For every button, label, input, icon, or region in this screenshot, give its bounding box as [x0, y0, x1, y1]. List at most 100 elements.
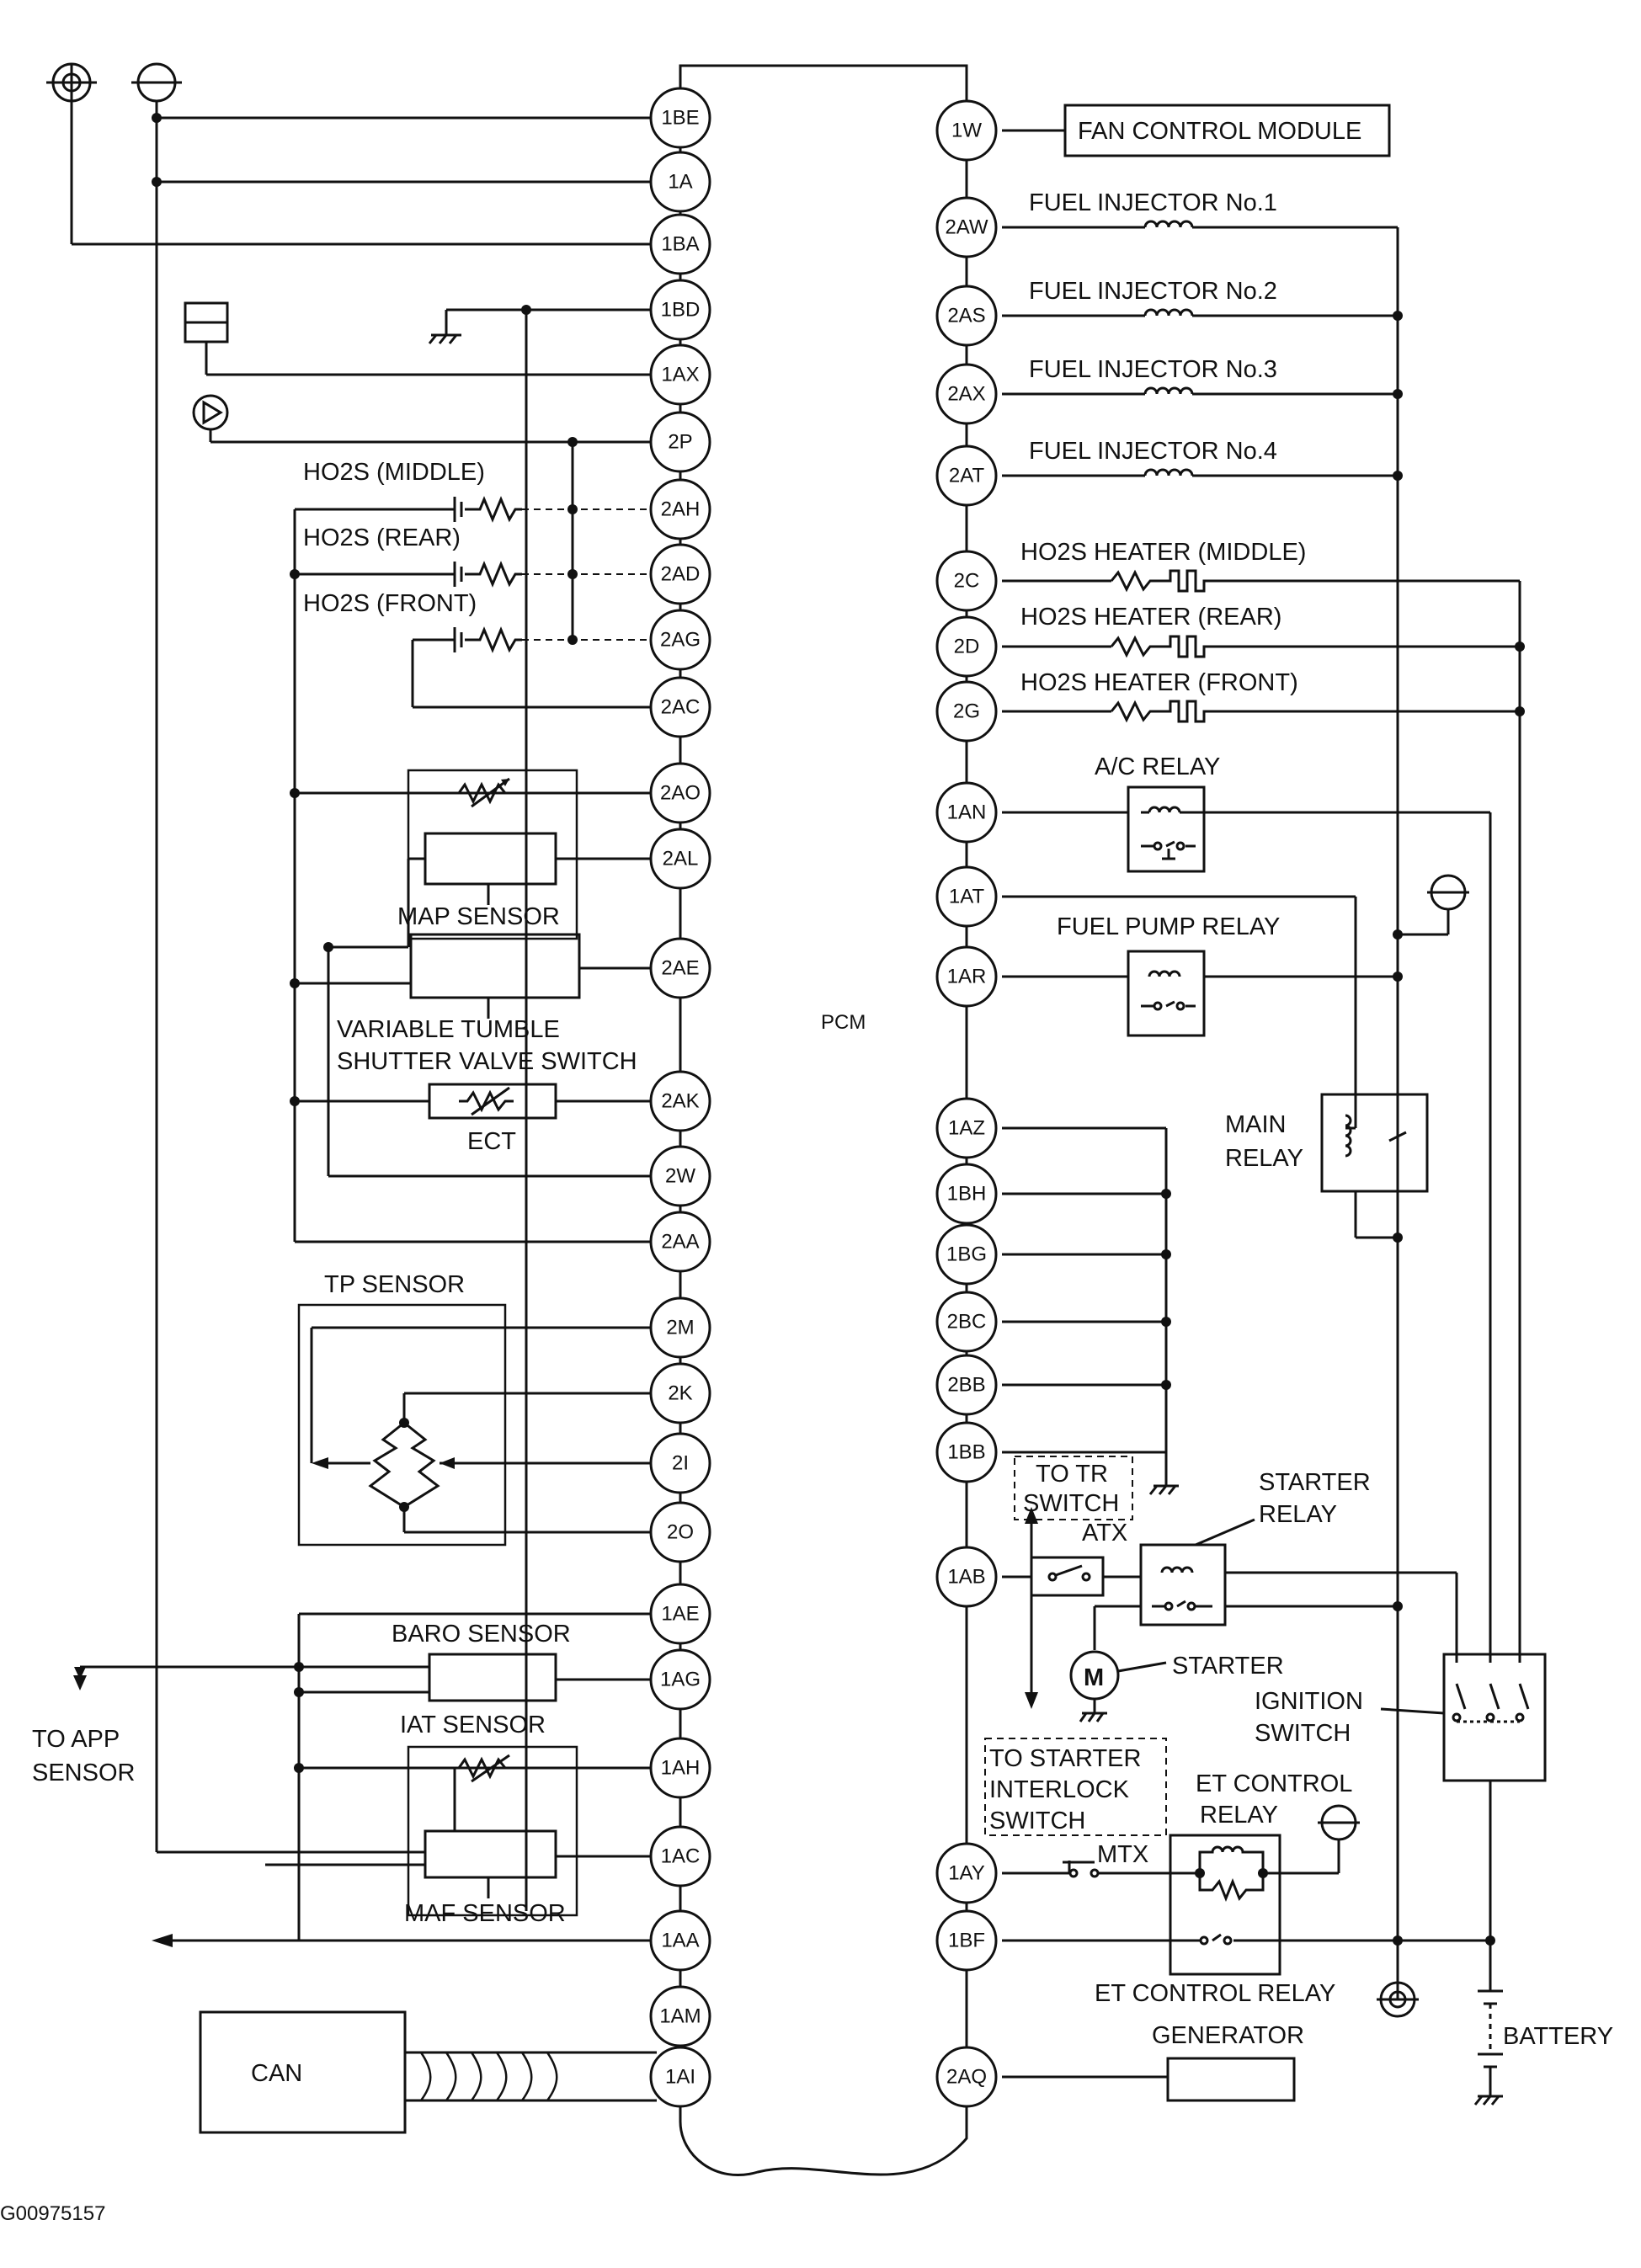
pin-circle: [935, 680, 998, 743]
pin-circle: [649, 1825, 711, 1887]
left-pin-1ax: 1AX: [649, 343, 711, 406]
pin-label: 2AT: [949, 465, 985, 487]
left-pin-2k: 2K: [649, 1362, 711, 1424]
right-pin-1bg: 1BG: [935, 1223, 998, 1286]
left-pin-1a: 1A: [649, 151, 711, 213]
pin-circle: [649, 1211, 711, 1273]
left-pin-2ak: 2AK: [649, 1070, 711, 1132]
pin-label: 2M: [666, 1317, 694, 1339]
left-pin-2aa: 2AA: [649, 1211, 711, 1273]
tp-sensor-label: TP SENSOR: [324, 1271, 465, 1298]
pin-circle: [649, 676, 711, 738]
pin-label: 2AQ: [946, 2066, 987, 2089]
pin-label: 1BE: [661, 107, 699, 130]
pin-label: 2AX: [947, 383, 985, 406]
pump-icon: [192, 394, 229, 431]
pin-label: 1BG: [946, 1243, 987, 1266]
ho2s-front-label: HO2S (FRONT): [303, 590, 477, 617]
pin-circle: [935, 196, 998, 258]
baro-sensor-label: BARO SENSOR: [392, 1621, 571, 1648]
pin-label: 1AZ: [948, 1117, 985, 1140]
to-starter-label-2: INTERLOCK: [989, 1776, 1130, 1803]
injector-2-label: FUEL INJECTOR No.2: [1029, 278, 1277, 305]
pin-label: 2AW: [945, 216, 988, 239]
pin-label: 1BH: [947, 1183, 987, 1206]
iat-sensor-label: IAT SENSOR: [400, 1712, 546, 1738]
injector-4-label: FUEL INJECTOR No.4: [1029, 438, 1277, 465]
left-pin-1be: 1BE: [649, 87, 711, 149]
injector-coils: [1002, 220, 1398, 477]
pin-circle: [935, 285, 998, 347]
pin-circle: [935, 1163, 998, 1225]
pin-circle: [649, 343, 711, 406]
pin-circle: [649, 1070, 711, 1132]
right-wiring: FAN CONTROL MODULE FUEL INJECTOR No.1 FU…: [984, 104, 1613, 2106]
left-pin-2i: 2I: [649, 1432, 711, 1494]
pin-circle: [935, 550, 998, 612]
pin-circle: [935, 615, 998, 678]
pin-circle: [935, 1842, 998, 1904]
can-label: CAN: [251, 2060, 302, 2087]
pin-circle: [649, 213, 711, 275]
pin-circle: [649, 1583, 711, 1645]
pcm-label: PCM: [821, 1011, 866, 1034]
heater-rear-label: HO2S HEATER (REAR): [1020, 604, 1281, 631]
vts-label-line2: SHUTTER VALVE SWITCH: [337, 1048, 637, 1075]
to-app-label-line2: SENSOR: [32, 1760, 135, 1786]
pin-label: 1AG: [660, 1669, 701, 1691]
left-pin-2ae: 2AE: [649, 937, 711, 999]
maf-sensor-label: MAF SENSOR: [404, 1900, 566, 1927]
pin-label: 2AE: [661, 957, 699, 980]
fan-control-module-label: FAN CONTROL MODULE: [1078, 118, 1361, 145]
left-pin-2w: 2W: [649, 1145, 711, 1207]
right-pin-1ab: 1AB: [935, 1546, 998, 1608]
pin-circle: [935, 1097, 998, 1159]
left-pin-2ao: 2AO: [649, 762, 711, 824]
pin-circle: [935, 945, 998, 1008]
to-tr-label-2: SWITCH: [1023, 1490, 1119, 1517]
pin-circle: [649, 1296, 711, 1359]
pin-label: 1AR: [947, 966, 987, 988]
pin-label: 2AH: [661, 498, 701, 521]
right-pin-1bb: 1BB: [935, 1421, 998, 1483]
left-pin-2ah: 2AH: [649, 478, 711, 540]
pin-label: 1AT: [949, 886, 985, 908]
pin-circle: [649, 1985, 711, 2047]
heater-front-label: HO2S HEATER (FRONT): [1020, 669, 1298, 696]
pin-label: 2AD: [661, 563, 701, 586]
pin-label: 2AL: [663, 848, 699, 870]
injector-1-label: FUEL INJECTOR No.1: [1029, 189, 1277, 216]
pin-label: 2G: [953, 700, 980, 723]
right-pin-column: 1W2AW2AS2AX2AT2C2D2G1AN1AT1AR1AZ1BH1BG2B…: [935, 99, 998, 2108]
pin-label: 2AS: [947, 305, 985, 327]
sensor-box-icon: [184, 301, 229, 375]
main-relay-label-1: MAIN: [1225, 1111, 1287, 1138]
pin-circle: [649, 543, 711, 605]
pin-circle: [649, 1145, 711, 1207]
right-pin-1ay: 1AY: [935, 1842, 998, 1904]
to-app-label-line1: TO APP: [32, 1726, 120, 1753]
ignition-label-2: SWITCH: [1255, 1720, 1351, 1747]
starter-relay-label-2: RELAY: [1259, 1501, 1337, 1528]
pin-label: 1AE: [661, 1603, 699, 1626]
left-pin-2m: 2M: [649, 1296, 711, 1359]
starter-label: STARTER: [1172, 1653, 1284, 1680]
pin-circle: [935, 1354, 998, 1416]
et-relay-top-label-1: ET CONTROL: [1196, 1770, 1352, 1797]
pin-circle: [649, 87, 711, 149]
pin-circle: [935, 363, 998, 425]
pin-circle: [649, 279, 711, 341]
pin-circle: [649, 1501, 711, 1563]
pin-label: 2AC: [661, 696, 701, 719]
pin-label: 1BB: [947, 1441, 985, 1464]
pin-label: 2K: [668, 1382, 692, 1405]
pin-circle: [649, 1432, 711, 1494]
right-pin-1az: 1AZ: [935, 1097, 998, 1159]
left-pin-2ad: 2AD: [649, 543, 711, 605]
pin-label: 2P: [668, 431, 692, 454]
pin-circle: [935, 445, 998, 507]
right-pin-2aw: 2AW: [935, 196, 998, 258]
pin-label: 2AK: [661, 1090, 699, 1113]
to-starter-label-1: TO STARTER: [989, 1745, 1141, 1772]
